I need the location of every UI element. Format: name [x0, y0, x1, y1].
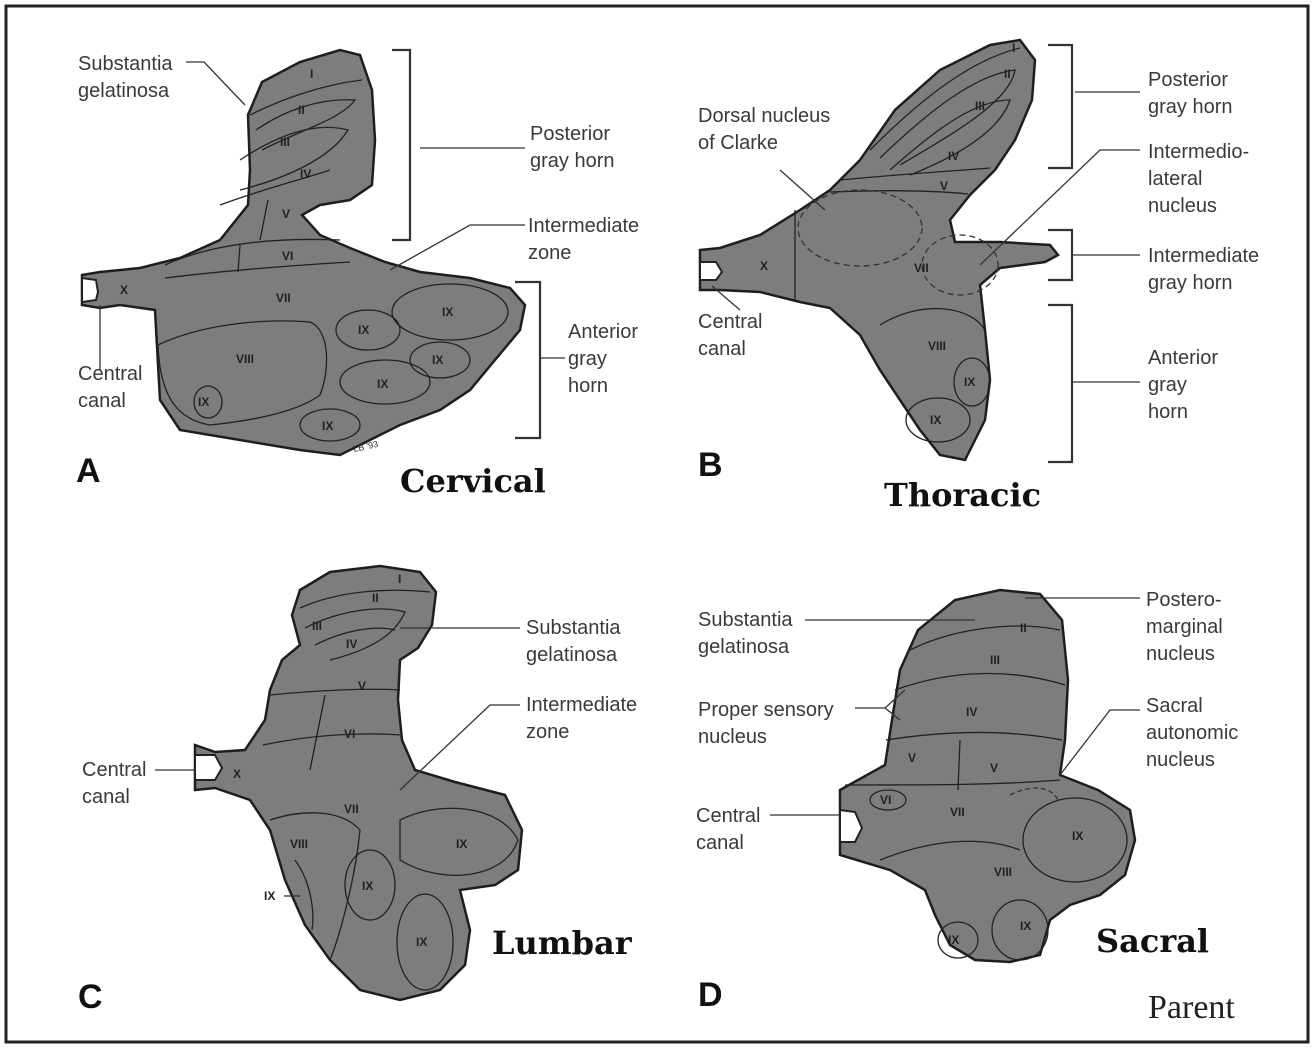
lamina-label: IX: [322, 419, 333, 433]
panel-letter-a: A: [76, 452, 101, 490]
panel-letter-d: D: [698, 976, 723, 1014]
lamina-label: VI: [880, 793, 891, 807]
lamina-label: II: [298, 103, 305, 117]
lamina-label: V: [990, 761, 998, 775]
lamina-label: II: [1020, 621, 1027, 635]
lamina-label: VIII: [928, 339, 946, 353]
panel-title-cervical: Cervical: [400, 462, 546, 500]
lamina-label: IX: [416, 935, 427, 949]
lamina-label: X: [233, 767, 241, 781]
lumbar-central-canal: [195, 755, 222, 780]
lamina-label: IX: [377, 377, 388, 391]
lamina-label: III: [990, 653, 1000, 667]
lamina-label: IV: [346, 637, 357, 651]
lamina-label: III: [975, 99, 985, 113]
lamina-label: III: [312, 619, 322, 633]
lamina-label: V: [940, 179, 948, 193]
lamina-label: II: [1004, 67, 1011, 81]
lamina-label: I: [310, 67, 313, 81]
lamina-label: X: [760, 259, 768, 273]
panel-letter-c: C: [78, 978, 103, 1016]
lamina-label: X: [120, 283, 128, 297]
lamina-label: VII: [344, 802, 359, 816]
lamina-label: IV: [966, 705, 977, 719]
lamina-label: I: [398, 572, 401, 586]
panel-title-sacral: Sacral: [1096, 922, 1209, 960]
panel-title-lumbar: Lumbar: [492, 924, 633, 962]
lamina-label: IV: [948, 149, 959, 163]
lamina-label: IV: [300, 167, 311, 181]
lamina-label: VII: [914, 261, 929, 275]
lamina-label: IX: [1072, 829, 1083, 843]
figure-border: [6, 6, 1308, 1042]
lamina-label: IX: [930, 413, 941, 427]
lamina-label: I: [1012, 41, 1015, 55]
lamina-label: II: [372, 591, 379, 605]
lamina-label: IX: [432, 353, 443, 367]
label-lamina-ix-pointer: IX: [264, 889, 275, 903]
cervical-central-canal: [82, 278, 98, 302]
lamina-label: VIII: [236, 352, 254, 366]
credit-text: Parent: [1148, 989, 1235, 1026]
lamina-label: IX: [964, 375, 975, 389]
thoracic-central-canal: [700, 262, 722, 280]
lamina-label: VII: [276, 291, 291, 305]
lamina-label: IX: [1020, 919, 1031, 933]
lamina-label: IX: [358, 323, 369, 337]
lamina-label: IX: [456, 837, 467, 851]
lamina-label: III: [280, 135, 290, 149]
lamina-label: IX: [198, 395, 209, 409]
lamina-label: IX: [362, 879, 373, 893]
lamina-label: V: [358, 679, 366, 693]
lamina-label: IX: [442, 305, 453, 319]
lamina-label: VIII: [290, 837, 308, 851]
panel-letter-b: B: [698, 446, 723, 484]
lamina-label: VI: [282, 249, 293, 263]
panel-title-thoracic: Thoracic: [884, 476, 1041, 514]
lamina-label: V: [908, 751, 916, 765]
lamina-label: VIII: [994, 865, 1012, 879]
lamina-label: VI: [344, 727, 355, 741]
lamina-label: VII: [950, 805, 965, 819]
lamina-label: V: [282, 207, 290, 221]
lamina-label: IX: [948, 933, 959, 947]
